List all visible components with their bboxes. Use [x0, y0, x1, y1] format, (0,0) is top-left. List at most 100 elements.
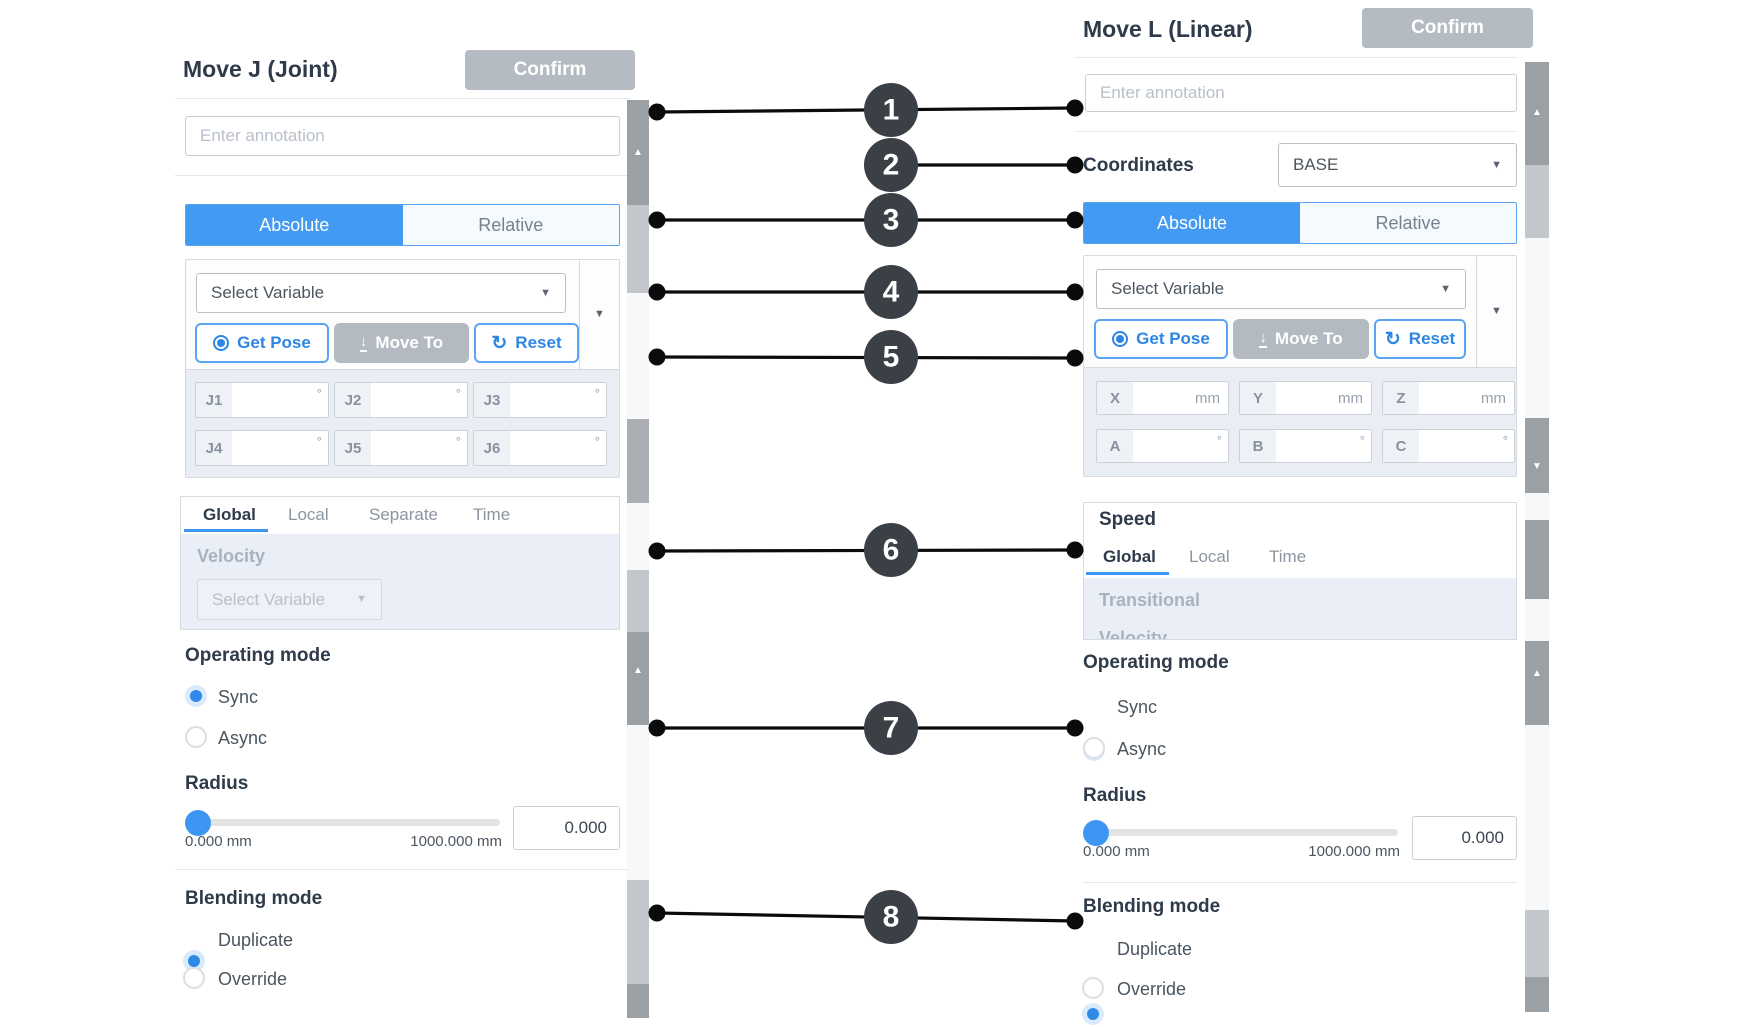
scrollbar-thumb[interactable] [627, 419, 649, 503]
scroll-up-icon[interactable]: ▲ [633, 665, 643, 676]
right-move-to-button[interactable]: ↓ Move To [1233, 319, 1369, 359]
right-field-a[interactable]: A° [1096, 429, 1229, 463]
right-async-label: Async [1117, 739, 1167, 759]
left-radius-value-field[interactable]: 0.000 [513, 806, 620, 850]
left-tab-relative[interactable]: Relative [402, 205, 619, 245]
left-variable-select-value: Select Variable [211, 283, 325, 302]
right-annotation-input[interactable] [1085, 74, 1517, 112]
left-speed-tab-global[interactable]: Global [203, 505, 256, 524]
left-collapse-toggle[interactable]: ▼ [579, 260, 619, 369]
radio-dot [188, 955, 200, 967]
field-label: J4 [196, 431, 232, 465]
field-label: J1 [196, 383, 232, 417]
get-pose-label: Get Pose [237, 333, 311, 352]
reset-icon: ↻ [1384, 328, 1401, 350]
left-reset-button[interactable]: ↻ Reset [474, 323, 579, 363]
right-confirm-button[interactable]: Confirm [1362, 8, 1533, 48]
right-speed-tab-time[interactable]: Time [1269, 547, 1307, 566]
scrollbar-thumb[interactable]: ▲ [1525, 62, 1549, 165]
left-override-radio[interactable] [183, 967, 205, 989]
scrollbar-thumb[interactable]: ▲ [627, 100, 649, 205]
scroll-down-icon[interactable]: ▼ [1532, 461, 1542, 472]
callout-number-7: 7 [883, 712, 900, 745]
field-unit: mm [1338, 389, 1363, 407]
left-variable-select[interactable]: Select Variable ▼ [196, 273, 566, 313]
right-async-radio[interactable] [1083, 737, 1105, 759]
scrollbar-segment [627, 880, 649, 984]
left-field-j1[interactable]: J1° [195, 382, 329, 418]
scrollbar-track [627, 725, 649, 880]
right-override-label: Override [1117, 979, 1187, 999]
left-speed-tab-local[interactable]: Local [288, 505, 329, 524]
left-speed-tab-separate[interactable]: Separate [369, 505, 438, 524]
right-tab-absolute[interactable]: Absolute [1084, 203, 1300, 243]
scrollbar-thumb[interactable] [1525, 520, 1549, 599]
left-radius-slider-thumb[interactable] [185, 810, 211, 836]
scroll-up-icon[interactable]: ▲ [1532, 107, 1542, 118]
left-tab-absolute[interactable]: Absolute [186, 205, 403, 245]
right-speed-tab-local[interactable]: Local [1189, 547, 1230, 566]
callout-number-1: 1 [883, 94, 900, 127]
field-label: J5 [335, 431, 371, 465]
left-get-pose-button[interactable]: Get Pose [195, 323, 329, 363]
right-duplicate-label: Duplicate [1117, 939, 1193, 959]
right-get-pose-button[interactable]: Get Pose [1094, 319, 1228, 359]
left-joint-grid: J1° J2° J3° J4° J5° J6° [186, 370, 619, 477]
left-field-j2[interactable]: J2° [334, 382, 468, 418]
right-field-b[interactable]: B° [1239, 429, 1372, 463]
scrollbar-thumb[interactable]: ▼ [1525, 418, 1549, 493]
left-speed-tab-time[interactable]: Time [473, 505, 511, 524]
right-scrollbar[interactable]: ▲ ▼ ▲ [1525, 0, 1549, 1027]
right-reset-button[interactable]: ↻ Reset [1374, 319, 1466, 359]
field-unit: ° [1502, 433, 1508, 448]
scroll-up-icon[interactable]: ▲ [1532, 668, 1542, 679]
field-unit: ° [594, 386, 600, 401]
radio-dot [190, 690, 202, 702]
left-move-to-button[interactable]: ↓ Move To [334, 323, 469, 363]
left-async-radio[interactable] [185, 726, 207, 748]
callout-number-2: 2 [883, 149, 900, 182]
scrollbar-thumb[interactable]: ▲ [627, 632, 649, 725]
middle-scrollbar[interactable]: ▲ ▲ [627, 0, 649, 1027]
right-radius-value-field[interactable]: 0.000 [1412, 816, 1517, 860]
chevron-down-icon: ▼ [540, 286, 551, 299]
right-duplicate-radio[interactable] [1082, 1003, 1104, 1025]
coordinates-select[interactable]: BASE ▼ [1278, 143, 1517, 187]
right-tab-relative[interactable]: Relative [1300, 203, 1516, 243]
left-field-j6[interactable]: J6° [473, 430, 607, 466]
right-override-radio[interactable] [1082, 977, 1104, 999]
right-radius-slider-track[interactable] [1083, 829, 1398, 836]
field-label: A [1097, 430, 1133, 462]
left-field-j4[interactable]: J4° [195, 430, 329, 466]
move-to-icon: ↓ [1259, 329, 1267, 348]
field-unit: ° [455, 434, 461, 449]
right-radius-slider-thumb[interactable] [1083, 820, 1109, 846]
right-speed-tab-global[interactable]: Global [1103, 547, 1156, 566]
left-field-j5[interactable]: J5 ° [334, 430, 468, 466]
right-field-c[interactable]: C° [1382, 429, 1515, 463]
chevron-down-icon: ▼ [1491, 305, 1502, 317]
left-annotation-input[interactable] [185, 116, 620, 156]
right-variable-select[interactable]: Select Variable ▼ [1096, 269, 1466, 309]
scroll-up-icon[interactable]: ▲ [633, 147, 643, 158]
divider [175, 175, 630, 176]
right-variable-select-value: Select Variable [1111, 279, 1225, 298]
left-velocity-area: Velocity Select Variable ▼ [181, 534, 619, 629]
right-collapse-toggle[interactable]: ▼ [1476, 256, 1516, 367]
left-sync-radio[interactable] [185, 685, 207, 707]
left-confirm-button[interactable]: Confirm [465, 50, 635, 90]
left-field-j3[interactable]: J3° [473, 382, 607, 418]
left-radius-slider-track[interactable] [185, 819, 500, 826]
scrollbar-segment [627, 205, 649, 293]
scrollbar-thumb[interactable]: ▲ [1525, 641, 1549, 725]
scrollbar-thumb[interactable] [627, 984, 649, 1018]
left-duplicate-radio[interactable] [183, 950, 205, 972]
left-velocity-select[interactable]: Select Variable ▼ [197, 579, 382, 620]
active-tab-underline [1086, 572, 1169, 575]
left-mode-tabs: Absolute Relative [185, 204, 620, 246]
right-operating-mode-title: Operating mode [1083, 652, 1229, 673]
scrollbar-thumb[interactable] [1525, 977, 1549, 1012]
